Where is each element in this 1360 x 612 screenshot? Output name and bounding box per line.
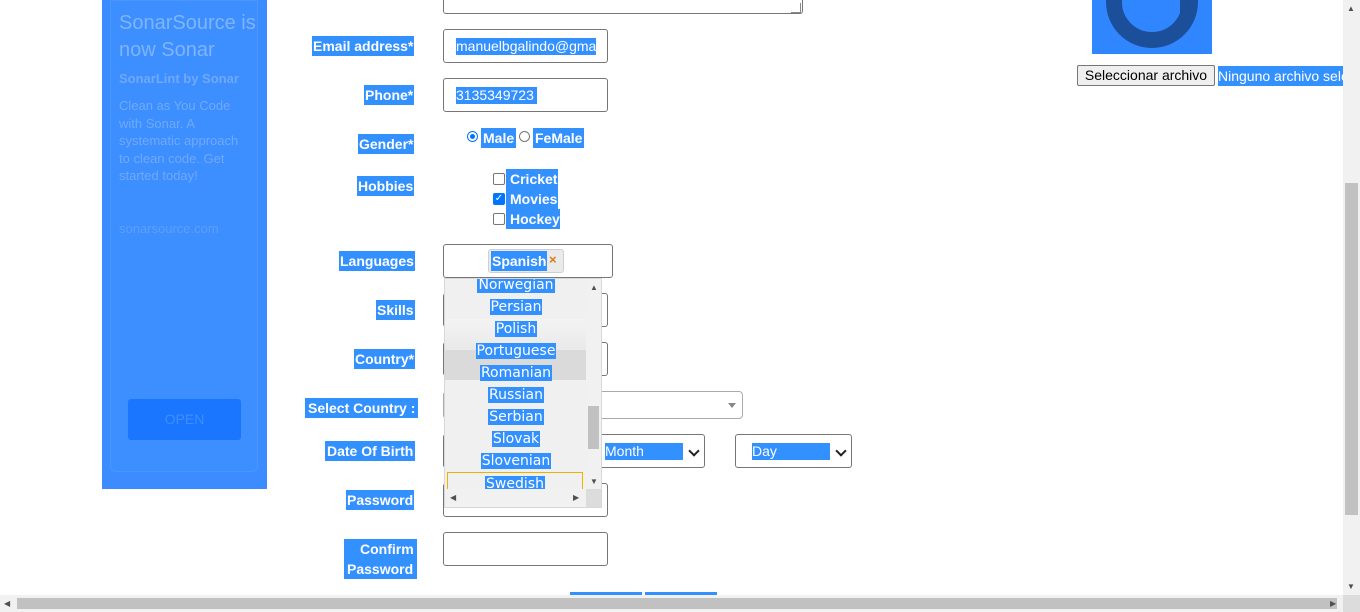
dob-day-select[interactable]: Day: [735, 434, 852, 468]
scroll-left-icon[interactable]: ◀: [450, 493, 457, 502]
languages-label: Languages: [339, 251, 415, 271]
hobby-hockey-label: Hockey: [510, 209, 560, 229]
gender-male-label: Male: [481, 128, 517, 148]
scroll-right-icon[interactable]: ▶: [1330, 599, 1337, 608]
language-option-highlighted[interactable]: Swedish: [447, 472, 583, 496]
chevron-down-icon: [688, 445, 700, 457]
scroll-down-icon[interactable]: ▼: [590, 477, 598, 486]
email-field[interactable]: manuelbgalindo@gma: [443, 29, 608, 63]
hobby-hockey-checkbox[interactable]: [493, 213, 505, 225]
avatar-image: [1092, 0, 1212, 54]
scroll-down-icon[interactable]: ▼: [1347, 582, 1355, 591]
dob-label: Date Of Birth: [325, 441, 416, 461]
language-option[interactable]: Slovak: [491, 431, 541, 447]
select-country-label: Select Country :: [305, 398, 419, 418]
language-option[interactable]: Persian: [489, 299, 543, 315]
gender-male-radio[interactable]: [467, 131, 478, 142]
language-option[interactable]: Portuguese: [475, 343, 557, 359]
chevron-down-icon: [728, 403, 736, 408]
email-label: Email address*: [312, 36, 415, 56]
email-value: manuelbgalindo@gma: [456, 38, 596, 55]
hobby-movies-label: Movies: [510, 189, 558, 209]
language-option[interactable]: Norwegian: [477, 278, 555, 293]
choose-file-button[interactable]: Seleccionar archivo: [1077, 65, 1215, 86]
confirm-password-label-bg: [344, 539, 417, 579]
hobby-movies-checkbox[interactable]: ✓: [493, 193, 505, 205]
language-tag-label: Spanish: [491, 251, 548, 271]
scroll-corner: [1343, 595, 1360, 612]
gender-female-label: FeMale: [533, 128, 585, 148]
confirm-password-field[interactable]: [443, 532, 608, 566]
language-option[interactable]: Romanian: [479, 365, 553, 381]
ad-body: Clean as You Code with Sonar. A systemat…: [119, 98, 239, 183]
address-textarea[interactable]: [443, 0, 803, 14]
page-horizontal-scrollbar-thumb[interactable]: [17, 598, 1337, 609]
language-tag: Spanish ×: [488, 249, 564, 273]
ad-link[interactable]: sonarsource.com: [119, 221, 219, 236]
language-option[interactable]: Russian: [488, 387, 544, 403]
language-option[interactable]: Slovenian: [480, 453, 552, 469]
scroll-left-icon[interactable]: ◀: [4, 599, 11, 608]
page-vertical-scrollbar-thumb[interactable]: [1345, 183, 1358, 515]
scroll-up-icon[interactable]: ▲: [590, 283, 598, 292]
language-dropdown-list[interactable]: Norwegian Persian Polish Portuguese Roma…: [444, 278, 602, 508]
hobby-cricket-label: Cricket: [510, 169, 558, 189]
chevron-down-icon: [835, 445, 847, 457]
language-option[interactable]: Polish: [494, 321, 538, 337]
refresh-button-edge[interactable]: [645, 592, 717, 595]
scroll-up-icon[interactable]: ▲: [1347, 4, 1355, 13]
file-status: Ninguno archivo sele: [1218, 66, 1343, 86]
language-option[interactable]: Serbian: [488, 409, 544, 425]
skills-label: Skills: [376, 300, 415, 320]
ad-title: SonarSource is now Sonar: [119, 12, 256, 61]
phone-label: Phone*: [364, 85, 415, 105]
language-tag-remove-icon[interactable]: ×: [549, 252, 557, 267]
phone-value: 3135349723: [456, 87, 537, 104]
gender-female-radio[interactable]: [519, 131, 530, 142]
ad-card: [110, 0, 258, 472]
dropdown-scroll-corner: [586, 489, 601, 507]
hobby-cricket-checkbox[interactable]: [493, 173, 505, 185]
dropdown-scrollbar[interactable]: [586, 279, 601, 489]
dob-day-value: Day: [752, 443, 830, 460]
phone-field[interactable]: 3135349723: [443, 78, 608, 112]
country-label: Country*: [354, 349, 416, 369]
password-label: Password: [346, 490, 415, 510]
textarea-resize-handle[interactable]: [791, 3, 801, 13]
dob-month-value: Month: [605, 443, 683, 460]
dropdown-scrollbar-thumb[interactable]: [588, 406, 599, 449]
dob-month-select[interactable]: Month: [599, 434, 705, 468]
languages-multiselect[interactable]: Spanish ×: [443, 244, 613, 278]
hobbies-label: Hobbies: [357, 176, 415, 196]
confirm-password-label-line2: Password: [347, 561, 414, 577]
gear-icon: [1106, 0, 1198, 48]
scroll-right-icon[interactable]: ▶: [573, 493, 580, 502]
ad-subtitle: SonarLint by Sonar: [119, 71, 239, 86]
ad-open-button[interactable]: OPEN: [128, 399, 241, 440]
dropdown-horizontal-scrollbar[interactable]: [445, 489, 586, 507]
submit-button-edge[interactable]: [570, 592, 642, 595]
gender-label: Gender*: [358, 134, 415, 154]
confirm-password-label-line1: Confirm: [360, 541, 414, 557]
